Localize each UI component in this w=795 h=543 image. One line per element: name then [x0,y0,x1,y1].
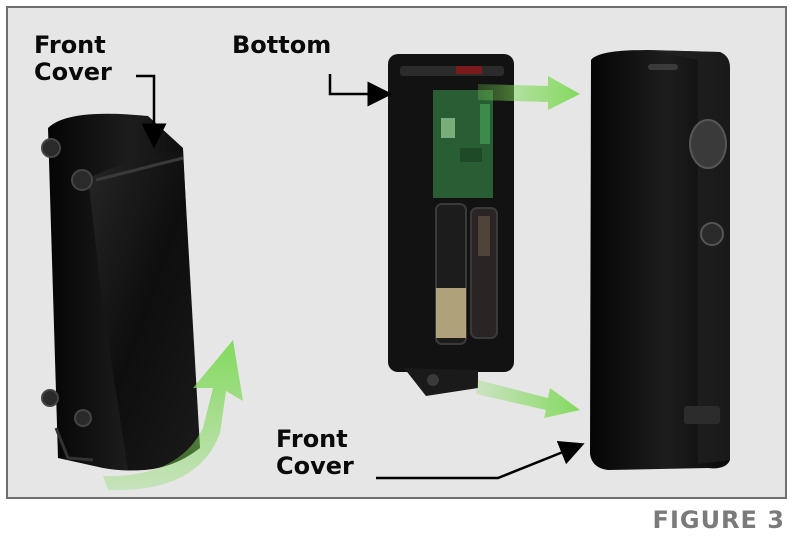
front-cover-top-label: Front Cover [34,31,112,86]
slide-arrow-bottom-icon [476,380,580,418]
center-device-open [388,54,514,396]
figure-caption: FIGURE 3 [652,506,785,534]
figure-frame: Front Cover Bottom Front Cover [6,6,787,499]
bottom-leader [328,74,393,107]
bottom-label: Bottom [232,31,332,59]
front-cover-bottom-label: Front Cover [276,425,354,480]
callout-leaders [136,74,585,480]
left-device [41,113,200,471]
battery-2 [470,207,498,339]
sensor-lens-icon [689,119,727,169]
rotate-arrow-icon [103,340,243,491]
front-cover-left [88,152,200,471]
front-cover-bottom-leader [376,441,585,480]
button-icon [700,222,724,246]
figure-illustration [41,50,730,491]
front-cover-top-leader [136,74,167,149]
right-front-cover [590,50,730,470]
slide-arrow-top-icon [478,76,580,110]
